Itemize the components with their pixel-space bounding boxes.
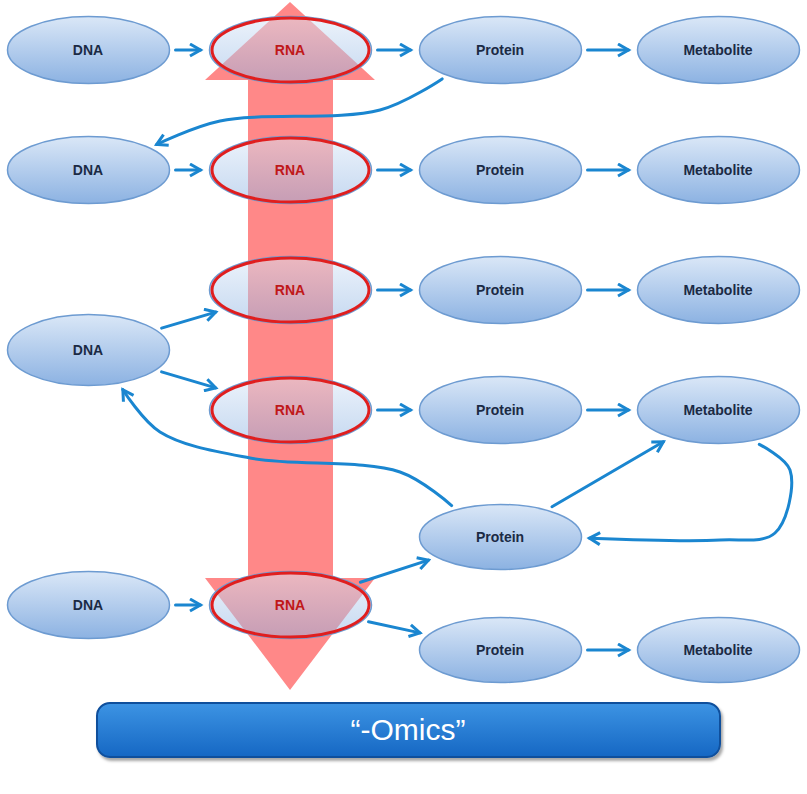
molecule-ellipse: Protein bbox=[418, 503, 583, 571]
flow-arrow bbox=[552, 442, 663, 507]
node-label: RNA bbox=[275, 402, 305, 418]
node-label: Metabolite bbox=[683, 402, 752, 418]
flow-arrow bbox=[162, 312, 216, 328]
molecule-ellipse: Metabolite bbox=[636, 616, 801, 684]
rna-highlight-ring bbox=[212, 573, 369, 637]
node-label: DNA bbox=[73, 342, 103, 358]
ellipse-fill bbox=[419, 505, 581, 570]
node-label: Protein bbox=[476, 162, 524, 178]
flow-arrow bbox=[588, 169, 629, 172]
ellipse-fill bbox=[419, 257, 581, 324]
flow-arrow bbox=[157, 79, 443, 145]
flow-arrow bbox=[588, 649, 629, 652]
node-label: DNA bbox=[73, 597, 103, 613]
flow-arrow bbox=[588, 409, 629, 412]
node-label: Protein bbox=[476, 42, 524, 58]
ellipse-fill bbox=[7, 17, 169, 84]
molecule-ellipse: Metabolite bbox=[636, 15, 801, 85]
molecule-ellipse: Protein bbox=[418, 375, 583, 445]
molecule-ellipse: DNA bbox=[6, 15, 171, 85]
node-label: Metabolite bbox=[683, 282, 752, 298]
ellipse-fill bbox=[209, 572, 371, 639]
ellipse-fill bbox=[419, 137, 581, 204]
rna-highlight-ring bbox=[212, 138, 369, 202]
ellipse-fill bbox=[637, 257, 799, 324]
omics-banner: “-Omics” bbox=[96, 702, 721, 758]
node-label: Protein bbox=[476, 282, 524, 298]
ellipse-fill bbox=[209, 377, 371, 444]
ellipse-fill bbox=[209, 137, 371, 204]
rna-ellipse: RNA bbox=[208, 15, 373, 85]
flow-arrow bbox=[369, 622, 420, 633]
molecule-ellipse: Metabolite bbox=[636, 255, 801, 325]
flow-arrow bbox=[378, 169, 411, 172]
ellipse-fill bbox=[419, 618, 581, 683]
rna-ellipse: RNA bbox=[208, 135, 373, 205]
ellipse-fill bbox=[419, 377, 581, 444]
rna-ellipse: RNA bbox=[208, 255, 373, 325]
ellipse-fill bbox=[7, 315, 169, 386]
red-double-arrow bbox=[205, 2, 375, 690]
node-label: DNA bbox=[73, 162, 103, 178]
molecule-ellipse: Protein bbox=[418, 15, 583, 85]
molecule-ellipse: Metabolite bbox=[636, 135, 801, 205]
ellipse-fill bbox=[637, 17, 799, 84]
molecule-ellipse: DNA bbox=[6, 313, 171, 387]
node-label: RNA bbox=[275, 162, 305, 178]
node-label: Metabolite bbox=[683, 42, 752, 58]
node-label: RNA bbox=[275, 282, 305, 298]
molecule-ellipse: Metabolite bbox=[636, 375, 801, 445]
node-label: “-Omics” bbox=[351, 713, 466, 747]
ellipse-fill bbox=[419, 17, 581, 84]
node-label: Metabolite bbox=[683, 642, 752, 658]
flow-arrow bbox=[162, 372, 216, 388]
flow-arrow bbox=[378, 289, 411, 292]
ellipse-fill bbox=[209, 257, 371, 324]
ellipse-fill bbox=[637, 377, 799, 444]
ellipse-fill bbox=[7, 137, 169, 204]
rna-ellipse: RNA bbox=[208, 570, 373, 640]
rna-highlight-ring bbox=[212, 258, 369, 322]
molecule-ellipse: DNA bbox=[6, 570, 171, 640]
ellipse-fill bbox=[637, 618, 799, 683]
ellipse-fill bbox=[7, 572, 169, 639]
molecule-ellipse: Protein bbox=[418, 135, 583, 205]
molecule-ellipse: Protein bbox=[418, 616, 583, 684]
node-label: Protein bbox=[476, 402, 524, 418]
node-label: Metabolite bbox=[683, 162, 752, 178]
flow-arrow bbox=[176, 604, 201, 607]
flow-arrow bbox=[378, 49, 411, 52]
flow-arrow bbox=[378, 409, 411, 412]
rna-highlight-ring bbox=[212, 378, 369, 442]
rna-highlight-ring bbox=[212, 18, 369, 82]
rna-ellipse: RNA bbox=[208, 375, 373, 445]
ellipse-fill bbox=[209, 17, 371, 84]
flow-arrow bbox=[589, 444, 791, 540]
node-label: RNA bbox=[275, 597, 305, 613]
ellipse-fill bbox=[637, 137, 799, 204]
flow-arrow bbox=[360, 560, 428, 582]
flow-arrow bbox=[176, 49, 201, 52]
node-label: Protein bbox=[476, 642, 524, 658]
node-label: RNA bbox=[275, 42, 305, 58]
flow-arrow bbox=[588, 289, 629, 292]
flow-arrow bbox=[588, 49, 629, 52]
flow-arrow bbox=[176, 169, 201, 172]
molecule-ellipse: Protein bbox=[418, 255, 583, 325]
flow-arrow bbox=[123, 390, 452, 506]
molecule-ellipse: DNA bbox=[6, 135, 171, 205]
node-label: Protein bbox=[476, 529, 524, 545]
node-label: DNA bbox=[73, 42, 103, 58]
